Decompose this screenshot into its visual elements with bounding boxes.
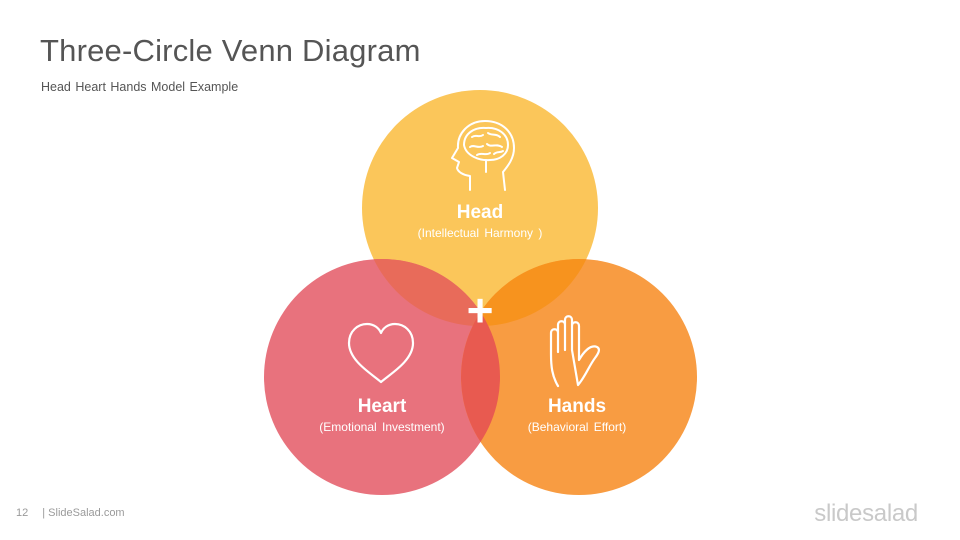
- brand-logo: slidesalad: [814, 500, 918, 527]
- heart-title: Heart: [358, 396, 407, 417]
- hands-subtitle: (Behavioral Effort): [528, 420, 627, 434]
- page-number: 12: [16, 507, 29, 519]
- center-plus-symbol: +: [467, 284, 494, 336]
- hand-icon: [549, 315, 601, 388]
- head-subtitle: (Intellectual Harmony ): [418, 226, 543, 240]
- footer-source-link[interactable]: | SlideSalad.com: [42, 507, 125, 519]
- hands-title: Hands: [548, 396, 606, 417]
- slide-subtitle: Head Heart Hands Model Example: [41, 80, 239, 94]
- head-hands-overlap: [461, 259, 598, 326]
- footer: 12 | SlideSalad.com: [16, 507, 125, 519]
- heart-subtitle: (Emotional Investment): [319, 420, 444, 434]
- slide-title: Three-Circle Venn Diagram: [40, 33, 421, 68]
- brain-head-icon: [451, 120, 515, 191]
- head-title: Head: [457, 202, 503, 223]
- head-heart-overlap: [362, 259, 500, 326]
- heart-icon: [347, 322, 415, 384]
